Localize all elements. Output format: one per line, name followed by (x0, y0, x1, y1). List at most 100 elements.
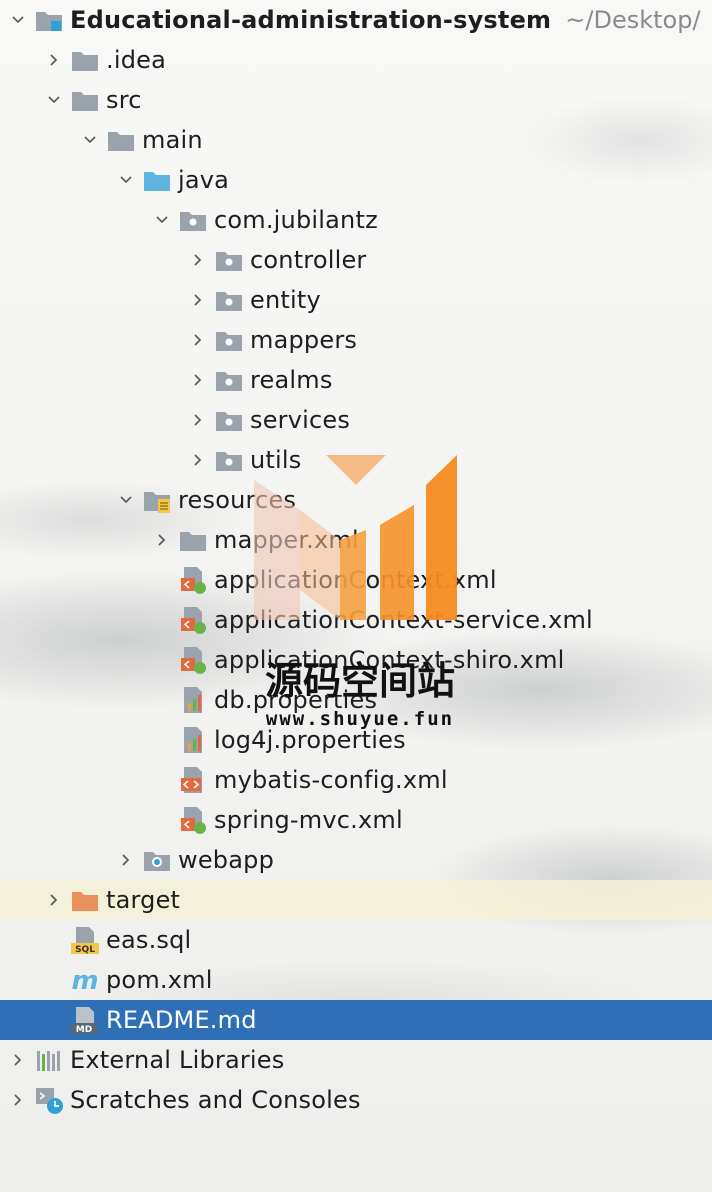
project-path: ~/Desktop/ (565, 6, 701, 34)
xml-file-icon (178, 765, 208, 795)
project-tree: Educational-administration-system ~/Desk… (0, 0, 712, 1120)
tree-label: External Libraries (70, 1046, 285, 1074)
libraries-icon (34, 1045, 64, 1075)
folder-icon (70, 85, 100, 115)
spring-xml-icon (178, 645, 208, 675)
source-folder-icon (142, 165, 172, 195)
tree-node-mapper-folder[interactable]: mapper.xml (0, 520, 712, 560)
svg-text:SQL: SQL (75, 945, 95, 955)
properties-file-icon (178, 725, 208, 755)
spring-xml-icon (178, 605, 208, 635)
chevron-right-icon[interactable] (186, 320, 210, 360)
tree-label: log4j.properties (214, 726, 406, 754)
tree-node-project-root[interactable]: Educational-administration-system ~/Desk… (0, 0, 712, 40)
tree-node-package[interactable]: controller (0, 240, 712, 280)
tree-node-file[interactable]: spring-mvc.xml (0, 800, 712, 840)
chevron-right-icon[interactable] (6, 1040, 30, 1080)
project-name: Educational-administration-system (70, 6, 552, 34)
tree-node-idea[interactable]: .idea (0, 40, 712, 80)
chevron-right-icon[interactable] (186, 360, 210, 400)
markdown-file-icon: MD (70, 1005, 100, 1035)
sql-file-icon: SQL (70, 925, 100, 955)
tree-node-package-root[interactable]: com.jubilantz (0, 200, 712, 240)
tree-node-package[interactable]: utils (0, 440, 712, 480)
tree-node-src[interactable]: src (0, 80, 712, 120)
tree-node-target[interactable]: target (0, 880, 712, 920)
tree-label: webapp (178, 846, 275, 874)
tree-node-package[interactable]: entity (0, 280, 712, 320)
tree-label: com.jubilantz (214, 206, 378, 234)
folder-icon (70, 45, 100, 75)
chevron-right-icon[interactable] (6, 1080, 30, 1120)
chevron-down-icon[interactable] (6, 0, 30, 40)
chevron-right-icon[interactable] (186, 280, 210, 320)
tree-label: applicationContext-shiro.xml (214, 646, 565, 674)
tree-node-resources[interactable]: resources (0, 480, 712, 520)
tree-label: pom.xml (106, 966, 213, 994)
scratches-icon (34, 1085, 64, 1115)
chevron-down-icon[interactable] (114, 160, 138, 200)
resources-folder-icon (142, 485, 172, 515)
tree-node-file[interactable]: mybatis-config.xml (0, 760, 712, 800)
tree-node-package[interactable]: services (0, 400, 712, 440)
tree-node-readme[interactable]: MD README.md (0, 1000, 712, 1040)
tree-node-scratches[interactable]: Scratches and Consoles (0, 1080, 712, 1120)
tree-label: resources (178, 486, 297, 514)
tree-label: controller (250, 246, 367, 274)
chevron-down-icon[interactable] (42, 80, 66, 120)
folder-icon (178, 525, 208, 555)
chevron-right-icon[interactable] (42, 880, 66, 920)
chevron-right-icon[interactable] (186, 440, 210, 480)
chevron-right-icon[interactable] (114, 840, 138, 880)
package-icon (214, 405, 244, 435)
chevron-right-icon[interactable] (150, 520, 174, 560)
tree-node-webapp[interactable]: webapp (0, 840, 712, 880)
chevron-right-icon[interactable] (42, 40, 66, 80)
web-folder-icon (142, 845, 172, 875)
module-folder-icon (34, 5, 64, 35)
tree-node-file[interactable]: db.properties (0, 680, 712, 720)
tree-label: eas.sql (106, 926, 192, 954)
tree-label: src (106, 86, 142, 114)
maven-icon: m (70, 965, 100, 995)
chevron-down-icon[interactable] (78, 120, 102, 160)
tree-label: java (178, 166, 230, 194)
tree-label: mapper.xml (214, 526, 359, 554)
excluded-folder-icon (70, 885, 100, 915)
spring-xml-icon (178, 805, 208, 835)
tree-label: db.properties (214, 686, 378, 714)
tree-label: .idea (106, 46, 167, 74)
tree-node-file[interactable]: m pom.xml (0, 960, 712, 1000)
tree-label: mybatis-config.xml (214, 766, 448, 794)
tree-node-java[interactable]: java (0, 160, 712, 200)
tree-label: realms (250, 366, 333, 394)
chevron-right-icon[interactable] (186, 400, 210, 440)
tree-label: target (106, 886, 181, 914)
package-icon (178, 205, 208, 235)
tree-label: Scratches and Consoles (70, 1086, 361, 1114)
tree-node-file[interactable]: SQL eas.sql (0, 920, 712, 960)
tree-label: applicationContext-service.xml (214, 606, 593, 634)
package-icon (214, 325, 244, 355)
tree-node-file[interactable]: applicationContext-service.xml (0, 600, 712, 640)
tree-node-file[interactable]: applicationContext-shiro.xml (0, 640, 712, 680)
package-icon (214, 285, 244, 315)
tree-node-package[interactable]: mappers (0, 320, 712, 360)
package-icon (214, 365, 244, 395)
tree-label: utils (250, 446, 302, 474)
folder-icon (106, 125, 136, 155)
tree-node-file[interactable]: log4j.properties (0, 720, 712, 760)
package-icon (214, 445, 244, 475)
chevron-down-icon[interactable] (150, 200, 174, 240)
chevron-down-icon[interactable] (114, 480, 138, 520)
tree-label: services (250, 406, 351, 434)
chevron-right-icon[interactable] (186, 240, 210, 280)
tree-label: README.md (106, 1006, 257, 1034)
package-icon (214, 245, 244, 275)
svg-text:m: m (71, 966, 98, 995)
tree-label: spring-mvc.xml (214, 806, 403, 834)
tree-node-external-libraries[interactable]: External Libraries (0, 1040, 712, 1080)
tree-node-package[interactable]: realms (0, 360, 712, 400)
tree-node-file[interactable]: applicationContext.xml (0, 560, 712, 600)
tree-node-main[interactable]: main (0, 120, 712, 160)
